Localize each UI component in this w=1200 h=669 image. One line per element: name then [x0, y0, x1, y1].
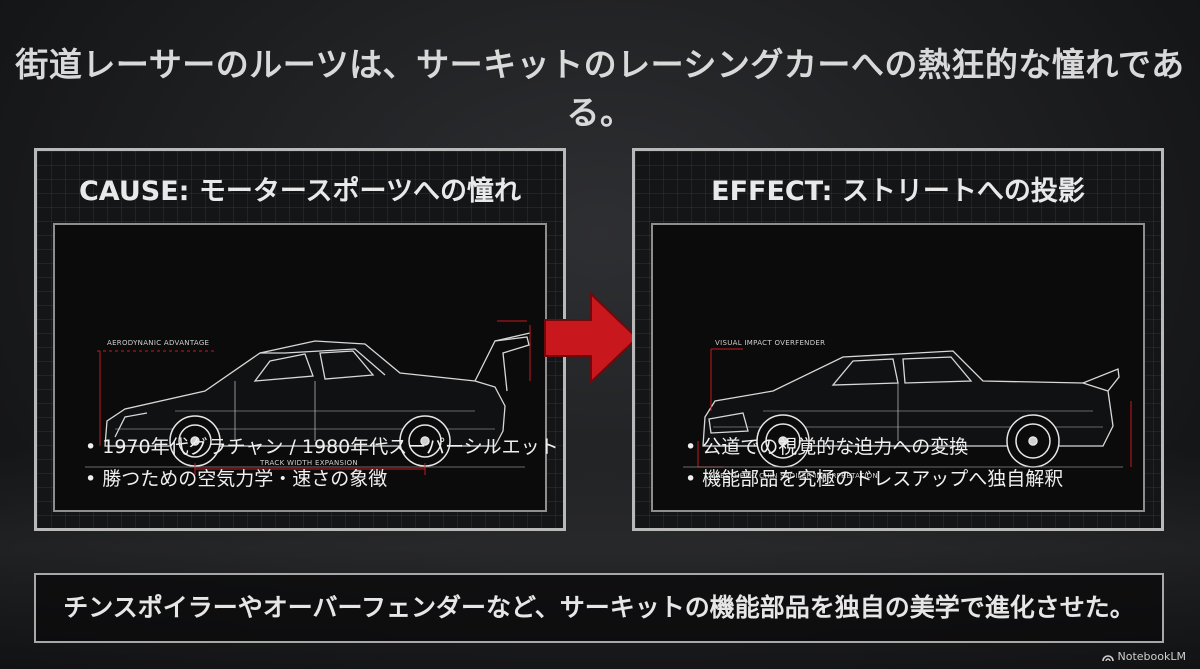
notebooklm-logo-icon: [1101, 654, 1114, 661]
brand-label: NotebookLM: [1117, 650, 1186, 663]
cause-bullet-list: 1970年代グラチャン / 1980年代スーパーシルエット 勝つための空気力学・…: [85, 431, 559, 495]
arrow-right-icon: [544, 291, 639, 385]
list-item: 勝つための空気力学・速さの象徴: [85, 463, 559, 495]
summary-banner: チンスポイラーやオーバーフェンダーなど、サーキットの機能部品を独自の美学で進化さ…: [34, 573, 1164, 643]
effect-bullet-list: 公道での視覚的な迫力への変換 機能部品を究極のドレスアップへ独自解釈: [685, 431, 1063, 495]
brand-mark: NotebookLM: [1101, 650, 1186, 663]
cause-title: CAUSE: モータースポーツへの憧れ: [78, 176, 521, 207]
list-item: 公道での視覚的な迫力への変換: [685, 431, 1063, 463]
cause-panel: CAUSE: モータースポーツへの憧れ: [34, 148, 566, 531]
page-title: 街道レーサーのルーツは、サーキットのレーシングカーへの熱狂的な憧れである。: [15, 45, 1185, 132]
aero-annotation: AERODYNANIC ADVANTAGE: [107, 339, 209, 347]
list-item: 1970年代グラチャン / 1980年代スーパーシルエット: [85, 431, 558, 463]
effect-title: EFFECT: ストリートへの投影: [711, 176, 1085, 207]
effect-panel: EFFECT: ストリートへの投影: [632, 148, 1164, 531]
list-item: 機能部品を究極のドレスアップへ独自解釈: [685, 463, 1063, 495]
overfender-annotation: VISUAL IMPACT OVERFENDER: [715, 339, 825, 347]
